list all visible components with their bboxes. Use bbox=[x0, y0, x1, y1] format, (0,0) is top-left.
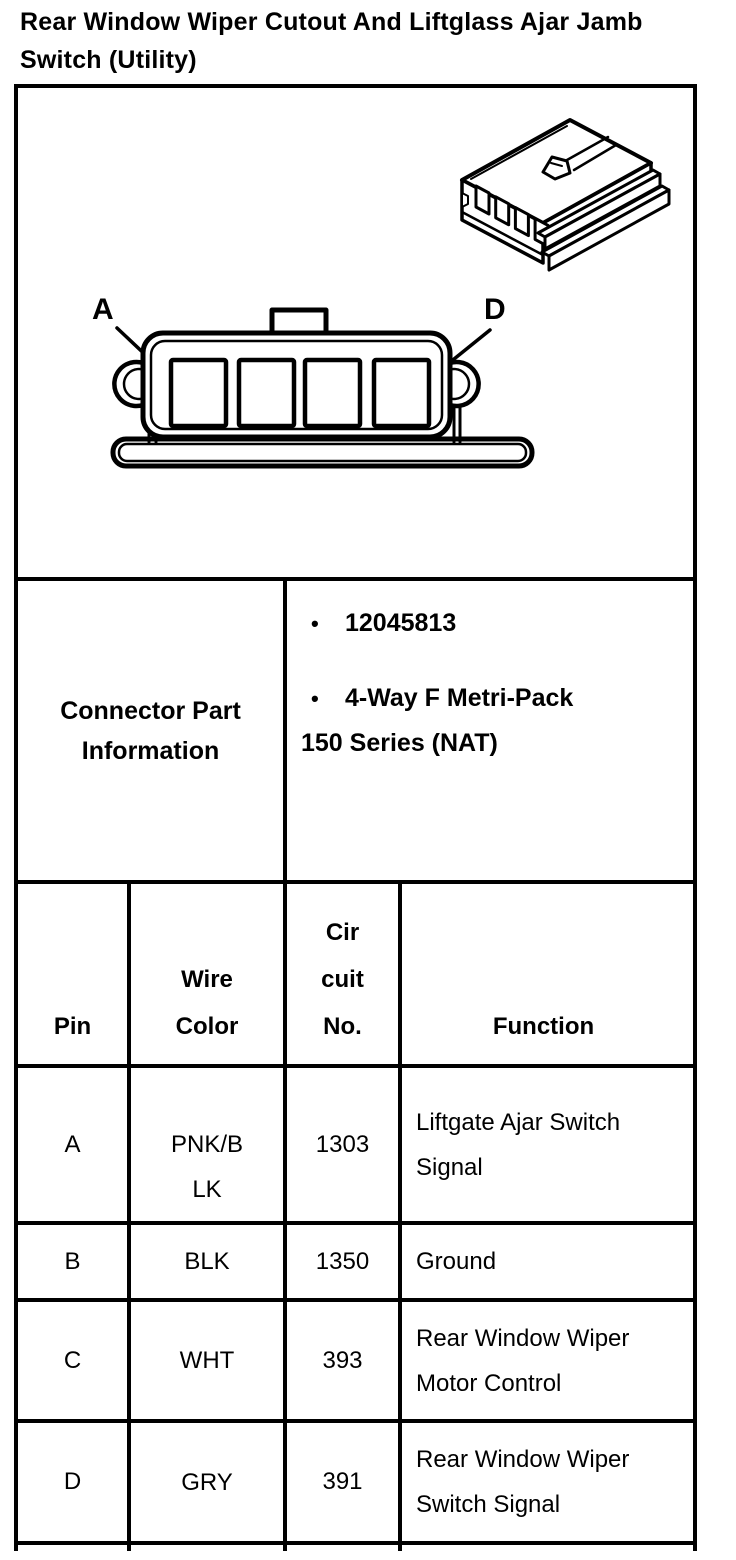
pin-a-callout-label: A bbox=[92, 293, 114, 326]
function-cell: Rear Window Wiper Switch Signal bbox=[416, 1446, 630, 1518]
connector-3d-view-icon bbox=[460, 118, 671, 272]
pin-cell: A bbox=[18, 1068, 131, 1221]
function-cell: Rear Window Wiper Motor Control bbox=[416, 1324, 630, 1397]
wire-color-cell: BLK bbox=[184, 1248, 230, 1275]
cavity-a bbox=[168, 357, 229, 429]
table-row: B BLK 1350 Ground bbox=[18, 1225, 693, 1302]
part-number-item: • 12045813 bbox=[301, 601, 683, 646]
header-circuit-no: Cir cuit No. bbox=[287, 884, 402, 1064]
part-number: 12045813 bbox=[345, 609, 457, 637]
connector-diagram-section: A D bbox=[18, 88, 693, 581]
border-tail bbox=[14, 1541, 18, 1551]
function-cell: Liftgate Ajar Switch Signal bbox=[416, 1108, 621, 1181]
lock-tab bbox=[541, 135, 618, 181]
right-latch-ear bbox=[441, 359, 481, 409]
circuit-cell: 393 bbox=[287, 1302, 402, 1419]
bullet-icon: • bbox=[311, 611, 319, 636]
connector-type-continued: 150 Series (NAT) bbox=[301, 729, 498, 757]
table-row: C WHT 393 Rear Window Wiper Motor Contro… bbox=[18, 1302, 693, 1423]
wire-color-cell: WHT bbox=[179, 1347, 235, 1374]
page-title: Rear Window Wiper Cutout And Liftglass A… bbox=[20, 8, 643, 74]
wire-color-cell: GRY bbox=[181, 1468, 233, 1496]
pin-cell: C bbox=[18, 1302, 131, 1419]
mounting-flanges bbox=[536, 168, 671, 272]
wire-color-cell: PNK/B LK bbox=[170, 1131, 244, 1203]
border-tail bbox=[398, 1541, 402, 1551]
table-header-row: Pin Wire Color Cir cuit No. Function bbox=[18, 884, 693, 1068]
connector-part-info-section: Connector Part Information • 12045813 • 4-… bbox=[18, 581, 693, 884]
bullet-icon: • bbox=[311, 686, 319, 711]
circuit-cell: 1303 bbox=[287, 1068, 402, 1221]
pinout-table: Pin Wire Color Cir cuit No. Function A P… bbox=[18, 884, 693, 1541]
connector-type: 4-Way F Metri-Pack bbox=[345, 684, 574, 712]
terminal-cavities bbox=[168, 357, 432, 429]
table-row: A PNK/B LK 1303 Liftgate Ajar Switch Sig… bbox=[18, 1068, 693, 1225]
connector-front-view-icon bbox=[110, 307, 535, 469]
pin-cell: B bbox=[18, 1225, 131, 1298]
border-tail bbox=[283, 1541, 287, 1551]
circuit-cell: 391 bbox=[287, 1423, 402, 1541]
pin-d-callout-label: D bbox=[484, 293, 506, 326]
border-tail bbox=[127, 1541, 131, 1551]
left-latch-ear bbox=[112, 359, 152, 409]
connector-part-information-label: Connector Part Information bbox=[18, 581, 287, 880]
border-tail bbox=[693, 1541, 697, 1551]
cavity-c bbox=[302, 357, 363, 429]
circuit-cell: 1350 bbox=[287, 1225, 402, 1298]
connector-info-frame: A D bbox=[14, 84, 697, 1551]
connector-part-information-values: • 12045813 • 4-Way F Metri-Pack 150 Series… bbox=[287, 581, 693, 880]
header-wire-color: Wire Color bbox=[131, 884, 287, 1064]
cavity-b bbox=[236, 357, 297, 429]
header-pin: Pin bbox=[18, 884, 131, 1064]
function-cell: Ground bbox=[416, 1248, 497, 1275]
pin-cell: D bbox=[18, 1423, 131, 1541]
header-function: Function bbox=[492, 1013, 595, 1040]
table-row: D GRY 391 Rear Window Wiper Switch Signa… bbox=[18, 1423, 693, 1541]
connector-type-item: • 4-Way F Metri-Pack bbox=[301, 676, 683, 721]
cavity-d bbox=[371, 357, 432, 429]
